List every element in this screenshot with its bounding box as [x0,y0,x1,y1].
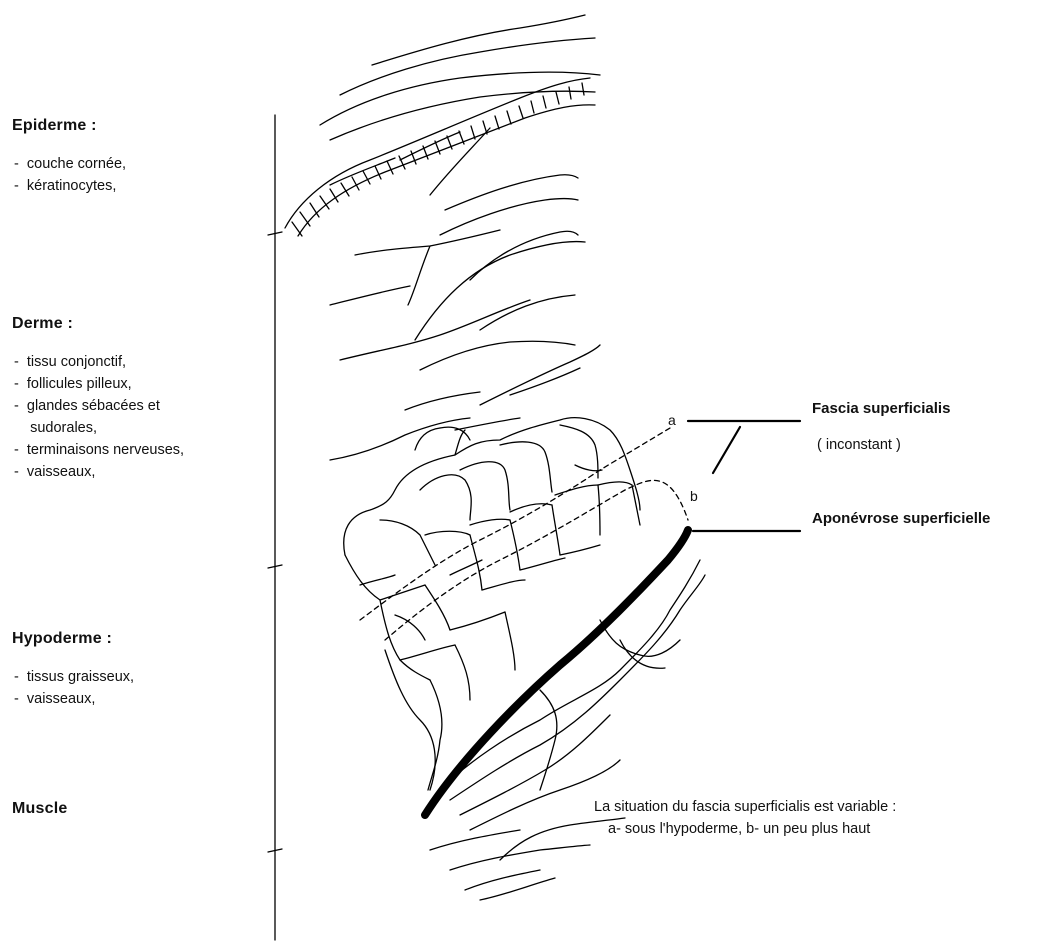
epiderme-items: - couche cornée, - kératinocytes, [14,153,126,197]
list-item: - terminaisons nerveuses, [14,439,184,461]
layer-axis [268,115,282,940]
derme-items: - tissu conjonctif, - follicules pilleux… [14,351,184,483]
aponevrose-line [425,530,688,815]
subcutaneous-fibres [430,560,705,900]
caption-line-1: La situation du fascia superficialis est… [594,796,896,818]
list-item: - kératinocytes, [14,175,126,197]
layer-title-derme: Derme : [12,315,73,333]
aponevrose-superficielle-label: Aponévrose superficielle [812,510,990,527]
list-item: - tissus graisseux, [14,666,134,688]
letter-b: b [690,488,698,504]
fascia-dashed [360,428,688,640]
list-item: sudorales, [14,417,184,439]
list-item: - follicules pilleux, [14,373,184,395]
layer-title-muscle: Muscle [12,800,67,818]
list-item: - couche cornée, [14,153,126,175]
label-leaders [688,421,800,531]
caption: La situation du fascia superficialis est… [594,796,896,840]
layer-title-hypoderme: Hypoderme : [12,630,112,648]
layer-title-epiderme: Epiderme : [12,117,97,135]
fascia-inconstant-note: ( inconstant ) [817,437,901,453]
list-item: - tissu conjonctif, [14,351,184,373]
list-item: - glandes sébacées et [14,395,184,417]
caption-line-2: a- sous l'hypoderme, b- un peu plus haut [594,818,896,840]
fascia-superficialis-label: Fascia superficialis [812,400,950,417]
letter-a: a [668,412,676,428]
list-item: - vaisseaux, [14,688,134,710]
epidermis-band [285,15,600,236]
hypoderme-items: - tissus graisseux, - vaisseaux, [14,666,134,710]
list-item: - vaisseaux, [14,461,184,483]
